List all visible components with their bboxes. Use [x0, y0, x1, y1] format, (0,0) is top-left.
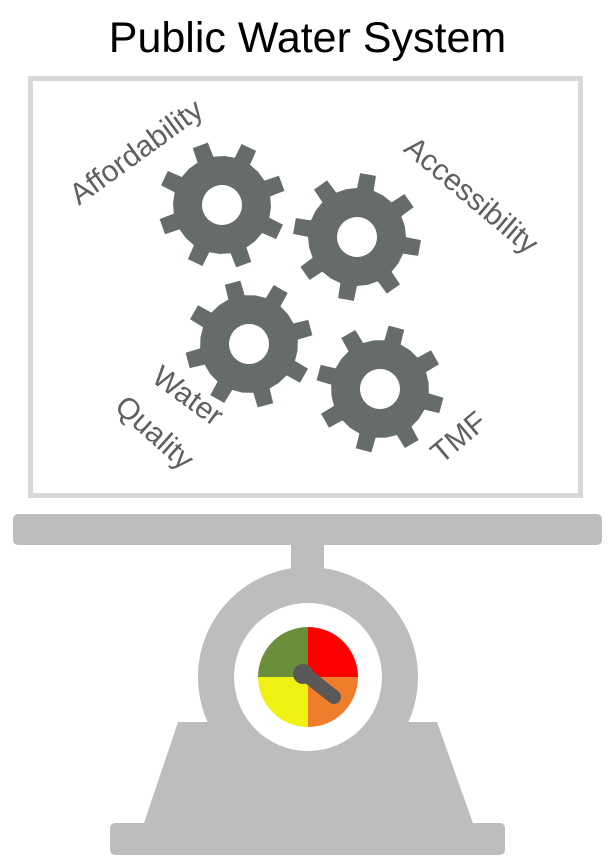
gear-icon: [185, 280, 313, 408]
dial-segment-yellow: [258, 677, 308, 727]
gear-icon: [316, 325, 444, 453]
dial-gauge: [258, 627, 358, 727]
scale: [13, 514, 602, 855]
page-title: Public Water System: [108, 14, 507, 62]
gear-icon: [159, 142, 285, 268]
scale-foot: [110, 823, 505, 855]
dial-needle-hub: [293, 664, 313, 684]
dial-segment-green: [258, 627, 308, 677]
display-frame: [28, 76, 583, 498]
gears-group: [159, 142, 444, 453]
label-tmf: TMF: [425, 405, 493, 470]
dial-segment-red: [308, 627, 358, 677]
scale-platform: [13, 514, 602, 545]
gear-icon: [293, 173, 421, 301]
